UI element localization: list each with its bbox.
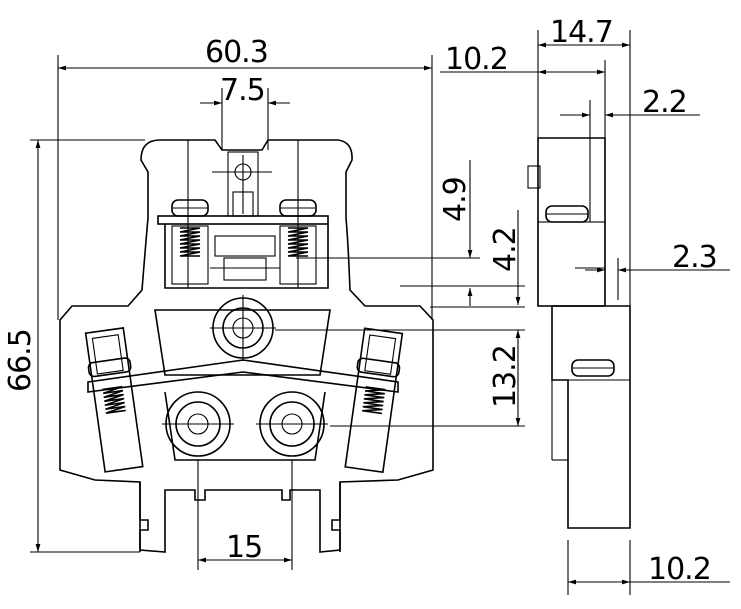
right-foot xyxy=(331,482,341,552)
upper-housing-outline xyxy=(59,139,434,553)
side-dimensions: 14.7 10.2 2.2 2.3 10.2 xyxy=(440,15,730,595)
upper-clamp-bar xyxy=(157,215,329,225)
inner-trapezoid xyxy=(154,309,331,376)
right-terminal xyxy=(344,327,404,474)
upper-center-rect xyxy=(223,257,267,281)
dim-4-9: 4.9 xyxy=(438,177,473,222)
left-spring-housing xyxy=(171,225,209,285)
dim-height-overall: 66.5 xyxy=(3,329,38,392)
left-foot xyxy=(139,482,149,552)
dim-side-bottom-width: 10.2 xyxy=(648,552,711,587)
dim-4-2: 4.2 xyxy=(488,227,523,272)
left-spring xyxy=(179,227,201,257)
upper-center-box xyxy=(214,235,276,257)
dim-top-slot: 7.5 xyxy=(220,73,265,108)
side-outline-lower xyxy=(551,305,631,529)
side-upper-block xyxy=(537,221,606,307)
upper-clamp-frame xyxy=(164,224,329,289)
bottom-pocket xyxy=(164,391,326,461)
side-view xyxy=(527,137,631,529)
dim-side-offset-mid: 2.3 xyxy=(672,240,717,275)
lower-clamp-plate xyxy=(87,359,399,393)
side-upper-nub xyxy=(527,165,541,189)
front-view xyxy=(59,139,434,553)
dim-width-overall: 60.3 xyxy=(205,35,268,70)
dim-13-2: 13.2 xyxy=(488,345,523,408)
dim-side-width: 14.7 xyxy=(550,15,613,50)
dim-side-depth: 10.2 xyxy=(445,42,508,77)
left-terminal xyxy=(84,327,144,473)
dim-side-offset-top: 2.2 xyxy=(642,85,687,120)
front-dimensions: 60.3 7.5 66.5 15 4.9 4.2 13.2 xyxy=(3,35,525,570)
dim-bottom-pitch: 15 xyxy=(226,530,262,565)
